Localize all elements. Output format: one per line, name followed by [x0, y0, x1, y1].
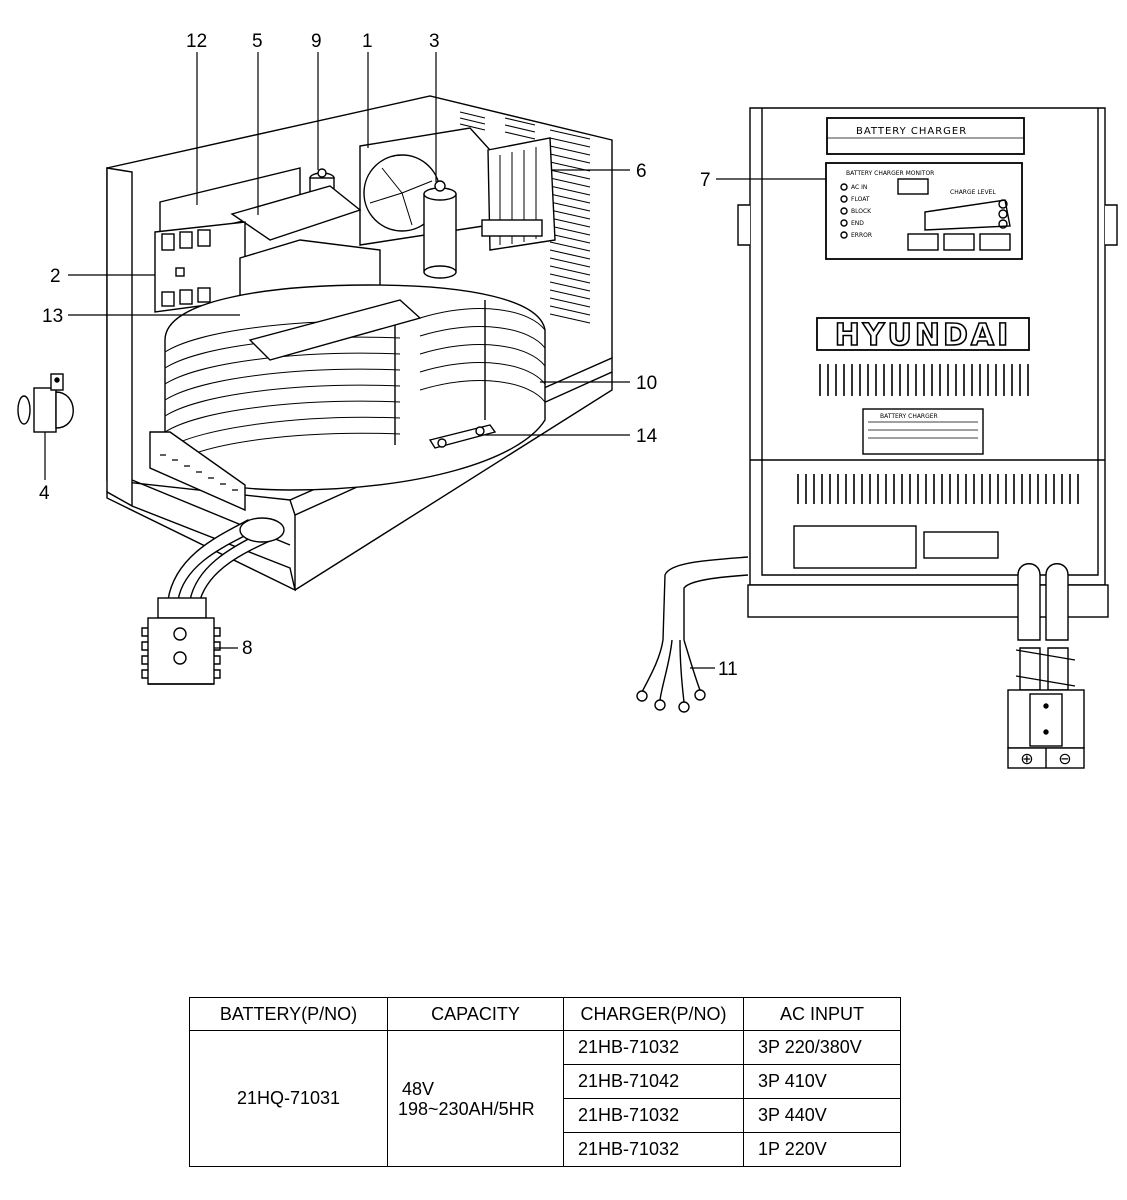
- callout-8: 8: [242, 638, 253, 659]
- led-label-ac-in: AC IN: [851, 184, 867, 191]
- lower-vent-grille: [797, 474, 1079, 504]
- table-header-row: BATTERY(P/NO) CAPACITY CHARGER(P/NO) AC …: [189, 997, 901, 1031]
- charger-monitor-panel: [825, 162, 1023, 260]
- led-label-error: ERROR: [851, 232, 872, 239]
- callout-3: 3: [429, 31, 440, 52]
- capacity-voltage: 48V: [402, 1078, 435, 1099]
- header-charger-pno: CHARGER(P/NO): [563, 997, 744, 1031]
- ac-input-cell: 3P 220/380V: [743, 1030, 901, 1065]
- nameplate: [826, 117, 1025, 155]
- component-5: [230, 185, 362, 241]
- led-label-end: END: [851, 220, 864, 227]
- capacitor: [423, 180, 457, 279]
- charger-pno-cell: 21HB-71042: [563, 1064, 744, 1099]
- dc-output-plug-right: [1007, 563, 1085, 769]
- callout-7: 7: [700, 170, 711, 191]
- table-row: 21HB-71042 3P 410V: [190, 1064, 901, 1099]
- spec-label: [862, 408, 984, 455]
- callout-2: 2: [50, 266, 61, 287]
- charger-diagram: 12 5 9 1 3 6 7 2 13 10 14 4 8 11 BATTERY…: [17, 31, 1118, 769]
- callout-14: 14: [636, 426, 658, 447]
- rectifier-strip: [149, 431, 246, 512]
- led-label-float: FLOAT: [851, 196, 870, 203]
- callout-6: 6: [636, 161, 647, 182]
- upper-vent-grille: [819, 364, 1029, 396]
- callout-1: 1: [362, 31, 373, 52]
- callout-13: 13: [42, 306, 63, 327]
- charger-pno-cell: 21HB-71032: [563, 1030, 744, 1065]
- monitor-title: BATTERY CHARGER MONITOR: [846, 170, 934, 177]
- table-row: 21HB-71032 3P 440V: [190, 1098, 901, 1133]
- led-label-block: BLOCK: [851, 208, 872, 215]
- header-ac-input: AC INPUT: [743, 997, 901, 1031]
- dc-output-cable: [157, 517, 285, 619]
- ac-input-cell: 1P 220V: [743, 1132, 901, 1167]
- minus-terminal-icon: ⊖: [1058, 749, 1071, 768]
- header-capacity: CAPACITY: [387, 997, 564, 1031]
- charger-texts: BATTERY CHARGER BATTERY CHARGER MONITOR …: [834, 126, 1072, 768]
- capacity-cell: 48V 198~230AH/5HR: [387, 1030, 564, 1167]
- small-capacitor: [309, 168, 335, 193]
- charge-level-label: CHARGE LEVEL: [950, 189, 996, 196]
- callout-4: 4: [39, 483, 50, 504]
- rotary-switch: [17, 373, 74, 433]
- ac-input-cell: 3P 440V: [743, 1098, 901, 1133]
- callout-10: 10: [636, 373, 657, 394]
- cooling-fan: [359, 127, 491, 246]
- brand-plate: [816, 317, 1030, 351]
- shunt: [428, 424, 497, 449]
- dc-plug-connector: [141, 617, 221, 685]
- battery-pno-cell: 21HQ-71031: [189, 1030, 388, 1167]
- spec-table: BATTERY(P/NO) CAPACITY CHARGER(P/NO) AC …: [189, 997, 901, 1167]
- front-label-left: [793, 525, 917, 569]
- plus-terminal-icon: ⊕: [1020, 749, 1033, 768]
- ac-input-cable: [636, 556, 749, 713]
- callout-11: 11: [718, 659, 738, 680]
- charger-pno-cell: 21HB-71032: [563, 1098, 744, 1133]
- header-battery-pno: BATTERY(P/NO): [189, 997, 388, 1031]
- transformer-coil: [164, 284, 546, 491]
- callout-labels: 12 5 9 1 3 6 7 2 13 10 14 4 8 11: [39, 31, 738, 680]
- callout-12: 12: [186, 31, 207, 52]
- leader-lines-left: [44, 52, 630, 649]
- nameplate-title: BATTERY CHARGER: [856, 126, 967, 137]
- brand-logo: HYUNDAI: [835, 318, 1012, 353]
- capacity-ah: 198~230AH/5HR: [398, 1098, 535, 1119]
- callout-9: 9: [311, 31, 322, 52]
- charger-pno-cell: 21HB-71032: [563, 1132, 744, 1167]
- terminal-block: [481, 137, 556, 251]
- table-row: 21HQ-71031 48V 198~230AH/5HR 21HB-71032 …: [189, 1030, 901, 1167]
- callout-5: 5: [252, 31, 263, 52]
- spec-label-title: BATTERY CHARGER: [880, 413, 938, 420]
- ac-input-cell: 3P 410V: [743, 1064, 901, 1099]
- front-label-right: [923, 531, 999, 559]
- table-row: 21HB-71032 1P 220V: [190, 1132, 901, 1167]
